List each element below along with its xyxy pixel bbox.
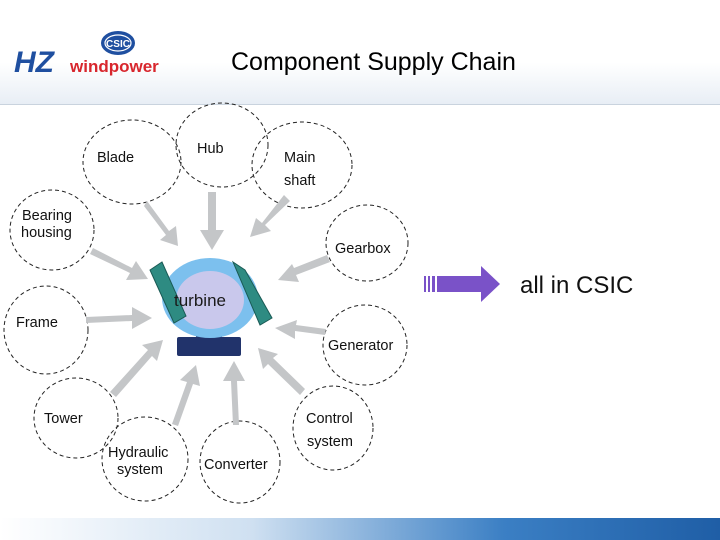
label-main-shaft-line2: shaft [284,173,316,189]
label-bearing-housing-line2: housing [21,225,72,241]
label-hydraulic-system-line2: system [117,462,163,478]
arrow-from-frame [86,307,152,329]
arrow-from-gearbox [278,255,330,282]
arrow-from-main-shaft [250,195,290,237]
control-system-circle [292,385,374,471]
label-hydraulic-system-line1: Hydraulic [108,445,169,461]
turbine-right-blade [231,260,273,326]
label-main-shaft-line1: Main [284,150,316,166]
label-control-system-line1: Control [306,411,353,427]
turbine-icon [149,258,273,356]
main-shaft-circle [251,121,353,209]
arrow-from-hydraulic-system [172,365,200,426]
conclusion-text: all in CSIC [520,272,634,299]
page-title: Component Supply Chain [231,48,516,76]
label-bearing-housing-line1: Bearing [22,208,72,224]
logo-hz-text: HZ [14,46,56,79]
arrow-from-blade [144,201,178,246]
label-control-system-line2: system [307,434,353,450]
arrow-from-tower [110,340,163,397]
arrow-from-hub [200,192,224,250]
label-hub: Hub [197,141,224,157]
footer-gradient-bar [0,518,720,540]
generator-circle [322,304,408,386]
label-generator: Generator [328,338,394,354]
turbine-left-blade [149,261,187,324]
turbine-base [177,337,241,356]
label-frame: Frame [16,315,58,331]
blade-circle [82,119,182,205]
tower-circle [33,377,119,459]
hydraulic-system-circle [101,416,189,502]
conclusion-arrow-icon [424,266,500,302]
hz-windpower-logo: CSIC HZ windpower [14,31,159,79]
converter-circle [199,420,281,504]
arrow-from-generator [275,320,326,339]
logo-badge-text: CSIC [106,39,130,50]
hub-circle [175,102,269,188]
label-gearbox: Gearbox [335,241,391,257]
label-blade: Blade [97,150,135,166]
turbine-label: turbine [174,291,226,310]
gearbox-circle [325,204,409,282]
frame-circle [3,285,89,375]
logo-windpower-text: windpower [69,57,159,76]
bearing-housing-circle [9,189,95,271]
label-tower: Tower [44,411,83,427]
arrow-from-control-system [258,348,305,395]
arrow-from-bearing-housing [90,248,148,280]
arrow-from-converter [223,361,245,425]
label-converter: Converter [204,457,268,473]
